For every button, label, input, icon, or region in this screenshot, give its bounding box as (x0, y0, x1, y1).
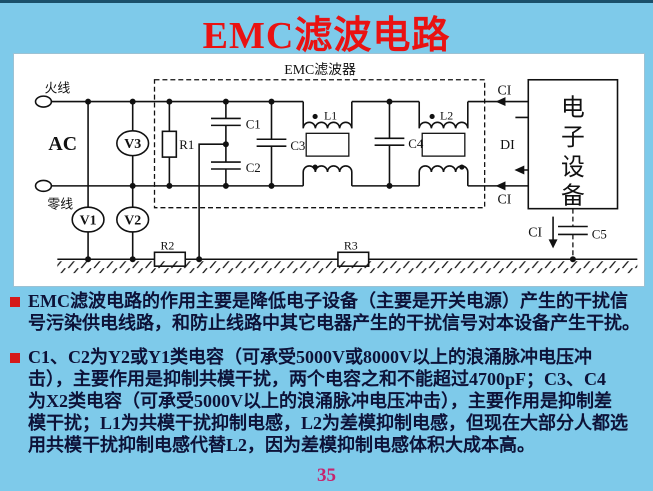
ci-top-arrow-icon (495, 97, 506, 107)
bullet-2-line-5: 用共模干扰抑制电感代替L2，因为差模抑制电感体积大成本高。 (28, 435, 536, 455)
circuit-diagram-panel: 火线 零线 AC V1 V2 V3 EMC滤波器 (13, 53, 645, 287)
ground: R2 R3 (57, 238, 638, 274)
capacitor-c2: C2 (211, 144, 261, 186)
device-char-1: 电 (561, 94, 585, 121)
bullet-marker (10, 353, 20, 363)
r1-label: R1 (179, 138, 194, 152)
bullet-1-text: EMC滤波电路的作用主要是降低电子设备（主要是开关电源）产生的干扰信 号污染供电… (28, 290, 645, 334)
device-char-4: 备 (561, 183, 585, 210)
neutral-terminal (34, 179, 53, 193)
l1-top-phase-dot (312, 113, 318, 120)
bullet-1-line-1: EMC滤波电路的作用主要是降低电子设备（主要是开关电源）产生的干扰信 (28, 291, 628, 311)
live-label: 火线 (44, 82, 70, 96)
c1-label: C1 (246, 117, 261, 131)
bullet-2-line-1: C1、C2为Y2或Y1类电容（可承受5000V或8000V以上的浪涌脉冲电压冲 (28, 347, 592, 367)
ci-top-label: CI (498, 84, 512, 99)
filter-dashed-outline (153, 79, 486, 209)
l2-core (421, 132, 466, 157)
emc-filter-box: EMC滤波器 (153, 62, 486, 209)
conducted-interference-arrows: CI CI (495, 84, 512, 208)
junction-dots (85, 98, 576, 263)
bullet-2-line-2: 击），主要作用是抑制共模干扰，两个电容之和不能超过4700pF；C3、C4 (28, 369, 607, 389)
device-box: 电 子 设 备 (527, 78, 619, 210)
c5-label: C5 (592, 227, 607, 241)
r2-label: R2 (160, 238, 174, 252)
bullet-list: EMC滤波电路的作用主要是降低电子设备（主要是开关电源）产生的干扰信 号污染供电… (10, 290, 645, 468)
bullet-1-line-2: 号污染供电线路，和防止线路中其它电器产生的干扰信号对本设备产生干扰。 (28, 313, 640, 333)
resistor-r1: R1 (161, 101, 194, 186)
bullet-item-2: C1、C2为Y2或Y1类电容（可承受5000V或8000V以上的浪涌脉冲电压冲 … (10, 346, 645, 456)
bullet-2-text: C1、C2为Y2或Y1类电容（可承受5000V或8000V以上的浪涌脉冲电压冲 … (28, 346, 645, 456)
l1-label: L1 (324, 108, 337, 122)
v2-label: V2 (124, 214, 141, 229)
device-char-2: 子 (561, 125, 585, 151)
l1-core (305, 132, 350, 157)
di-label: DI (500, 138, 515, 153)
r3-label: R3 (344, 238, 358, 252)
voltmeters: V1 V2 V3 (71, 101, 150, 260)
ac-label: AC (48, 133, 77, 155)
l2-label: L2 (440, 108, 453, 122)
capacitor-c5: C5 CI (528, 208, 607, 260)
c3-label: C3 (290, 139, 305, 153)
l2-top-phase-dot (429, 113, 435, 120)
ci-ground-arrow-icon (548, 239, 558, 249)
v1-label: V1 (80, 214, 97, 229)
choke-l2: L2 (418, 101, 469, 186)
voltmeter-v2 (116, 206, 150, 233)
ci-bottom-label: CI (498, 193, 512, 208)
voltmeter-v1 (71, 206, 105, 233)
capacitor-c4: C4 (374, 101, 424, 186)
c2-label: C2 (246, 161, 261, 175)
v3-label: V3 (124, 137, 141, 152)
capacitor-c1: C1 (211, 101, 261, 145)
emc-filter-circuit-svg: 火线 零线 AC V1 V2 V3 EMC滤波器 (34, 62, 638, 274)
page-number: 35 (317, 465, 336, 486)
di-arrow-icon (514, 165, 525, 175)
device-char-3: 设 (561, 154, 585, 181)
ground-hatching (57, 261, 638, 274)
voltmeter-v3 (116, 130, 150, 157)
filter-box-label: EMC滤波器 (284, 62, 356, 78)
neutral-label: 零线 (47, 198, 73, 212)
bullet-2-line-3: 为X2类电容（可承受5000V以上的浪涌脉冲电压冲击），主要作用是抑制差 (28, 391, 612, 411)
bullet-marker (10, 297, 20, 307)
choke-l1: L1 (302, 101, 353, 186)
l1-bottom-phase-dot (312, 164, 318, 170)
top-edge-strip (0, 0, 653, 3)
live-terminal (34, 95, 53, 108)
ci-ground-label: CI (528, 225, 542, 240)
ci-bottom-arrow-icon (495, 181, 506, 191)
l2-bottom-phase-dot (459, 164, 465, 170)
c4-label: C4 (408, 137, 424, 151)
capacitor-c3: C3 (256, 101, 305, 186)
bullet-2-line-4: 模干扰；L1为共模干扰抑制电感，L2为差模抑制电感，但现在大部分人都选 (28, 413, 629, 433)
bullet-item-1: EMC滤波电路的作用主要是降低电子设备（主要是开关电源）产生的干扰信 号污染供电… (10, 290, 645, 334)
page-title: EMC滤波电路 (202, 15, 451, 57)
y-cap-midpoint-ground-wire (198, 143, 226, 260)
